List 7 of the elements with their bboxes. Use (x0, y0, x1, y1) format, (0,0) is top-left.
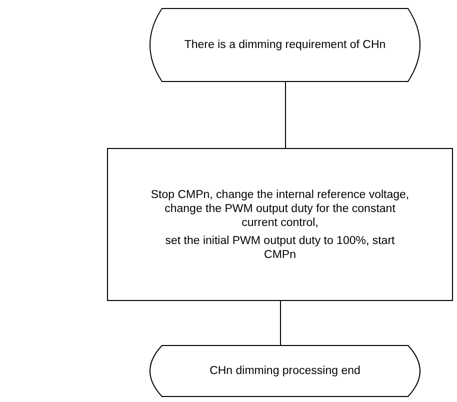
connector-line (285, 82, 286, 148)
step-text: Stop CMPn, change the internal reference voltage, change the PWM output duty for the constant current control, (150, 188, 410, 230)
step-text: set the initial PWM output duty to 100%, start CMPn (164, 234, 396, 262)
connector-line (280, 300, 281, 346)
step-text: There is a dimming requirement of CHn (184, 38, 386, 52)
process-box (107, 148, 453, 301)
step-text: CHn dimming processing end (210, 364, 360, 378)
